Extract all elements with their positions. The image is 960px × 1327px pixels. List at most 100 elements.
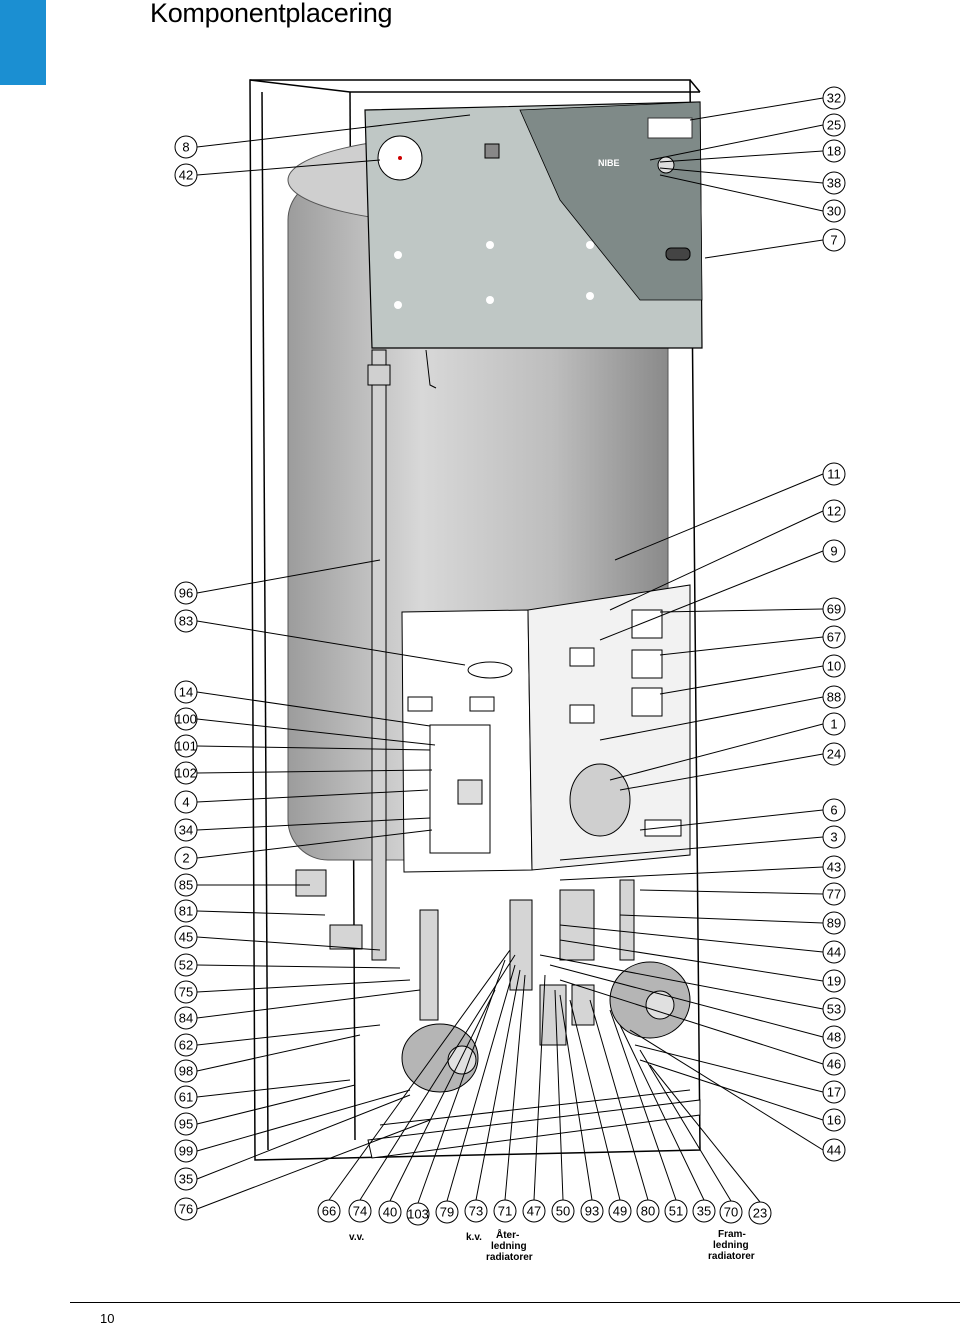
callout-circle <box>435 1200 459 1224</box>
callout-circle <box>822 997 846 1021</box>
reset-button-icon <box>484 143 500 159</box>
leader-line <box>559 994 593 1201</box>
callout-circle <box>822 1080 846 1104</box>
callout-left-83: 83 <box>174 609 198 633</box>
callout-number: 44 <box>827 945 841 960</box>
callout-left-81: 81 <box>174 899 198 923</box>
callout-bottom-103: 103 <box>406 1202 430 1226</box>
callout-right-11: 11 <box>822 462 846 486</box>
callout-number: 19 <box>827 974 841 989</box>
leader-line <box>639 889 824 895</box>
callout-number: 24 <box>827 747 841 762</box>
callout-bottom-49: 49 <box>608 1199 632 1223</box>
leader-line <box>659 665 824 695</box>
brand-label: NIBE <box>598 158 620 168</box>
callout-circle <box>822 685 846 709</box>
leader-line <box>609 510 824 611</box>
leader-line <box>639 809 824 831</box>
callout-number: 76 <box>179 1202 193 1217</box>
leader-line <box>196 979 411 993</box>
callout-bottom-50: 50 <box>551 1199 575 1223</box>
label-kv: k.v. <box>466 1232 482 1243</box>
leader-line <box>196 789 429 803</box>
callout-circle <box>822 1108 846 1132</box>
leader-line <box>659 150 824 163</box>
callout-number: 8 <box>182 140 189 155</box>
callout-number: 73 <box>469 1204 483 1219</box>
callout-number: 45 <box>179 930 193 945</box>
leader-line <box>196 691 431 727</box>
callout-number: 67 <box>827 630 841 645</box>
callout-circle <box>551 1199 575 1223</box>
callout-circle <box>174 925 198 949</box>
callout-right-32: 32 <box>822 86 846 110</box>
callout-left-45: 45 <box>174 925 198 949</box>
leader-line <box>196 989 421 1019</box>
callout-number: 83 <box>179 614 193 629</box>
callout-number: 2 <box>182 851 189 866</box>
callout-number: 88 <box>827 690 841 705</box>
callout-circle <box>822 855 846 879</box>
callout-right-48: 48 <box>822 1025 846 1049</box>
label-return-3: radiatorer <box>486 1252 533 1263</box>
leader-line <box>389 989 496 1202</box>
control-panel: NIBE <box>364 101 703 349</box>
callout-left-52: 52 <box>174 953 198 977</box>
callout-circle <box>719 1200 743 1224</box>
callout-number: 103 <box>407 1207 429 1222</box>
callout-right-19: 19 <box>822 969 846 993</box>
callout-number: 38 <box>827 176 841 191</box>
callout-number: 66 <box>322 1204 336 1219</box>
callout-circle <box>174 1139 198 1163</box>
callout-number: 43 <box>827 860 841 875</box>
callout-left-35: 35 <box>174 1167 198 1191</box>
callout-bottom-74: 74 <box>348 1199 372 1223</box>
callout-right-77: 77 <box>822 882 846 906</box>
callout-left-85: 85 <box>174 873 198 897</box>
callout-number: 42 <box>179 168 193 183</box>
callout-circle <box>174 163 198 187</box>
leader-line <box>196 159 381 176</box>
callout-circle <box>174 1006 198 1030</box>
callout-circle <box>174 790 198 814</box>
leader-line <box>659 167 824 184</box>
callout-number: 48 <box>827 1030 841 1045</box>
callout-number: 35 <box>179 1172 193 1187</box>
callout-number: 96 <box>179 586 193 601</box>
callout-left-62: 62 <box>174 1033 198 1057</box>
callout-number: 9 <box>830 544 837 559</box>
callout-circle <box>174 734 198 758</box>
leader-line <box>196 1079 351 1098</box>
leader-line <box>559 836 824 861</box>
callout-right-24: 24 <box>822 742 846 766</box>
callout-right-46: 46 <box>822 1052 846 1076</box>
callout-right-44: 44 <box>822 1138 846 1162</box>
callout-number: 10 <box>827 659 841 674</box>
callout-number: 98 <box>179 1064 193 1079</box>
callout-circle <box>174 1085 198 1109</box>
leader-line <box>196 1024 381 1046</box>
callout-number: 85 <box>179 878 193 893</box>
callout-circle <box>174 1033 198 1057</box>
callout-right-89: 89 <box>822 911 846 935</box>
callout-circle <box>174 1167 198 1191</box>
callout-right-7: 7 <box>822 228 846 252</box>
callout-right-67: 67 <box>822 625 846 649</box>
leader-line <box>659 174 824 212</box>
callout-circle <box>822 625 846 649</box>
callout-number: 69 <box>827 602 841 617</box>
leader-line <box>196 769 433 774</box>
callout-number: 17 <box>827 1085 841 1100</box>
callout-left-84: 84 <box>174 1006 198 1030</box>
callout-circle <box>378 1200 402 1224</box>
leader-line <box>639 1049 732 1202</box>
callout-right-30: 30 <box>822 199 846 223</box>
callout-circle <box>174 761 198 785</box>
callout-right-12: 12 <box>822 499 846 523</box>
callout-circle <box>664 1199 688 1223</box>
callout-right-18: 18 <box>822 139 846 163</box>
callout-circle <box>174 581 198 605</box>
callout-right-38: 38 <box>822 171 846 195</box>
vertical-pipe <box>367 349 437 961</box>
callout-right-88: 88 <box>822 685 846 709</box>
